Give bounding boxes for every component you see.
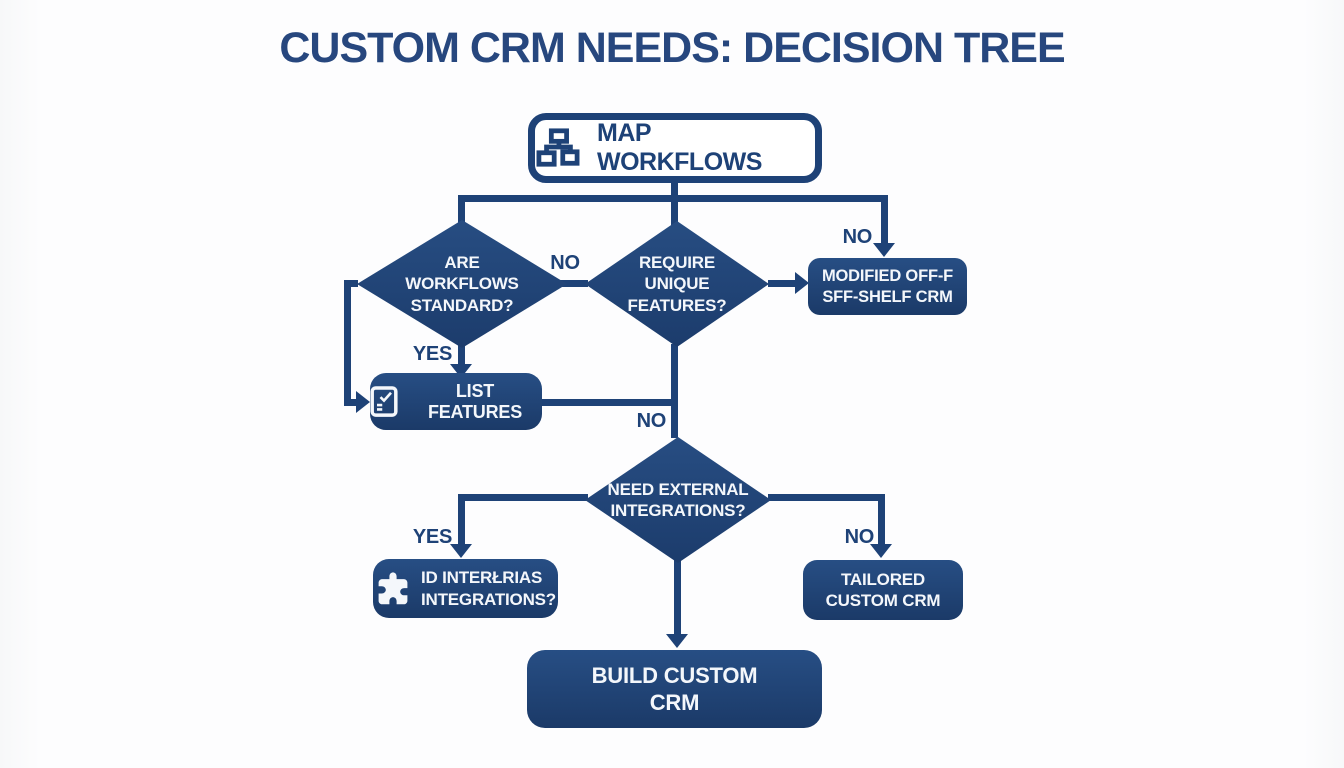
edge-label-yes-id: YES [412,526,452,548]
node-text-line: BUILD CUSTOM [591,662,758,688]
diamond-text-line: WORKFLOWS [405,274,519,294]
node-map-workflows-label: MAP WORKFLOWS [597,119,762,176]
diamond-text-line: REQUIRE [638,253,716,273]
node-text-line: CRM [649,690,700,715]
connector-drop-left-diamond [458,195,465,227]
connector-list-right-exit [542,399,675,406]
connector-no-branch-horizontal [768,494,885,501]
node-modified-off-shelf-crm: MODIFIED OFF-F SFF-SHELF CRM [808,258,967,315]
edge-label-no-between-diamonds: NO [550,252,580,274]
edge-label-no-tailored: NO [844,526,875,548]
connector-left-feeder-horizontal [344,399,358,406]
diamond-text-line: UNIQUE [644,274,710,294]
connector-no-branch-vertical [878,494,885,544]
node-id-integrations: ID INTERŁRIAS INTEGRATIONS? [373,559,558,618]
connector-left-feeder-vertical [344,280,351,406]
arrowhead-right-to-modified [795,272,809,294]
arrowhead-to-list-features [356,391,370,413]
diamond-text-line: NEED EXTERNAL [607,479,749,499]
node-list-features: LIST FEATURES [370,373,542,430]
node-text-line: TAILORED [840,569,925,589]
diamond-text-line: INTEGRATIONS? [610,501,746,520]
arrowhead-to-id-integrations [450,544,472,558]
node-require-unique-features: REQUIRE UNIQUE FEATURES? [585,221,769,347]
connector-yes-branch-horizontal [458,494,588,501]
diamond-text-line: ARE [444,253,480,273]
edge-label-no-modified: NO [842,226,873,248]
node-build-custom-crm: BUILD CUSTOM CRM [527,650,822,728]
node-list-features-label: LIST FEATURES [427,380,523,422]
node-text-line: MODIFIED OFF-F [821,266,953,285]
connector-mid-to-lower-diamond [671,344,678,438]
puzzle-icon [378,571,408,604]
node-need-external-integrations: NEED EXTERNAL INTEGRATIONS? [585,437,771,563]
arrowhead-to-build [666,634,688,648]
org-chart-icon [536,128,580,167]
node-map-workflows: MAP WORKFLOWS [528,113,822,183]
connector-drop-modified [881,195,888,243]
diamond-text-line: FEATURES? [627,295,727,315]
node-text-line: SFF-SHELF CRM [822,287,953,306]
connector-to-build [674,560,681,634]
node-tailored-custom-crm: TAILORED CUSTOM CRM [803,560,963,620]
node-text-line: CUSTOM CRM [825,591,941,610]
edge-label-no-integrations: NO [636,410,667,432]
connector-left-vertex-stub [344,280,358,287]
node-text-line: ID INTERŁRIAS [421,568,543,588]
arrowhead-to-tailored [870,544,892,558]
arrowhead-to-modified [873,243,895,257]
connector-yes-to-list [458,344,465,364]
edge-label-yes-list: YES [412,343,452,365]
checklist-icon [370,386,398,417]
connector-mid-diamond-to-modified [768,280,796,287]
page-title: CUSTOM CRM NEEDS: DECISION TREE [279,24,1065,72]
node-text-line: INTEGRATIONS? [421,589,556,609]
connector-drop-mid-diamond [671,195,678,228]
connector-between-diamonds [558,280,588,287]
connector-yes-branch-vertical [458,494,465,544]
connector-start-stub [671,180,678,200]
node-are-workflows-standard: ARE WORKFLOWS STANDARD? [357,220,567,348]
diamond-text-line: STANDARD? [410,295,514,315]
